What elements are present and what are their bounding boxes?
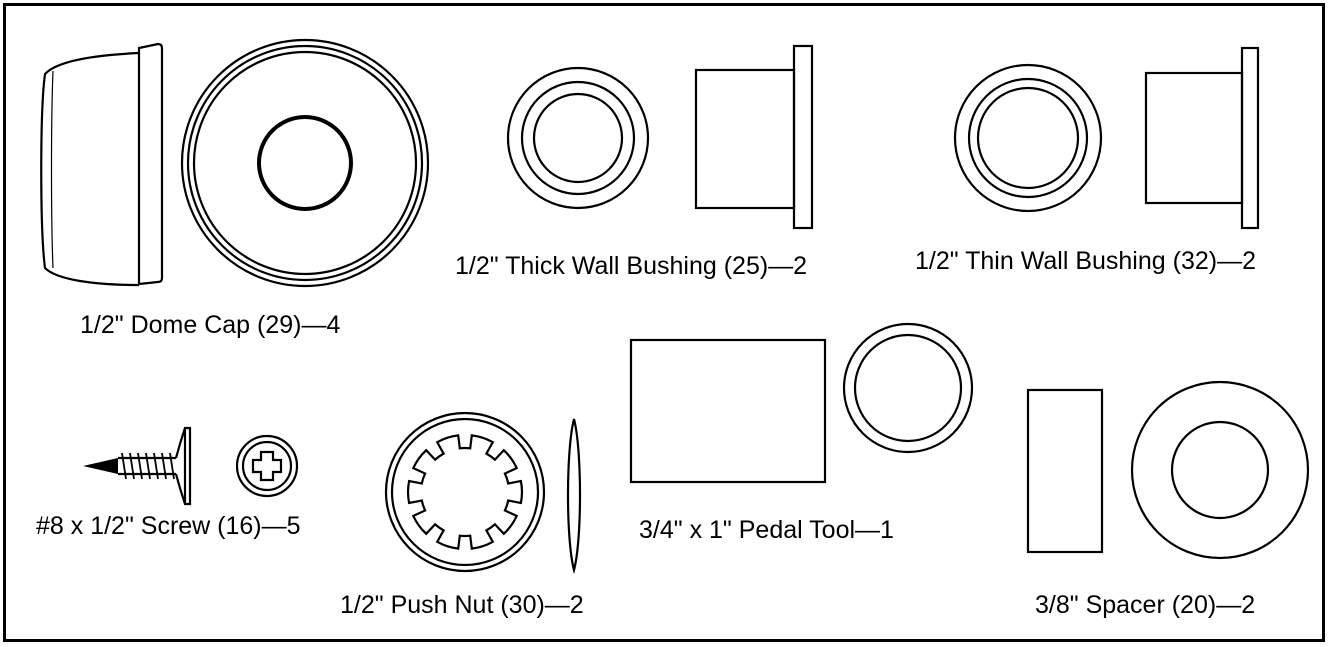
screw-head-view (235, 434, 299, 498)
thin-wall-bushing-label: 1/2" Thin Wall Bushing (32)—2 (915, 247, 1256, 275)
dome-cap-side-view (40, 42, 164, 287)
spacer-end-view (1130, 380, 1310, 560)
screw-label: #8 x 1/2" Screw (16)—5 (36, 512, 301, 540)
pedal-tool-end-view (842, 322, 974, 454)
pedal-tool-side-view (629, 338, 827, 484)
dome-cap-top-view (180, 38, 430, 288)
screw-side-view (83, 426, 192, 506)
dome-cap-label: 1/2" Dome Cap (29)—4 (80, 311, 341, 339)
spacer-label: 3/8" Spacer (20)—2 (1035, 591, 1256, 619)
thin-wall-bushing-side-view (1144, 46, 1260, 230)
push-nut-front-view (384, 411, 546, 573)
push-nut-side-view (566, 418, 582, 575)
thick-wall-bushing-front-view (506, 66, 650, 210)
thick-wall-bushing-label: 1/2" Thick Wall Bushing (25)—2 (455, 252, 808, 280)
spacer-side-view (1026, 388, 1104, 554)
push-nut-label: 1/2" Push Nut (30)—2 (340, 591, 584, 619)
thick-wall-bushing-side-view (694, 44, 814, 230)
thin-wall-bushing-front-view (953, 63, 1103, 213)
pedal-tool-label: 3/4" x 1" Pedal Tool—1 (639, 516, 894, 544)
parts-sheet-frame (3, 3, 1325, 642)
